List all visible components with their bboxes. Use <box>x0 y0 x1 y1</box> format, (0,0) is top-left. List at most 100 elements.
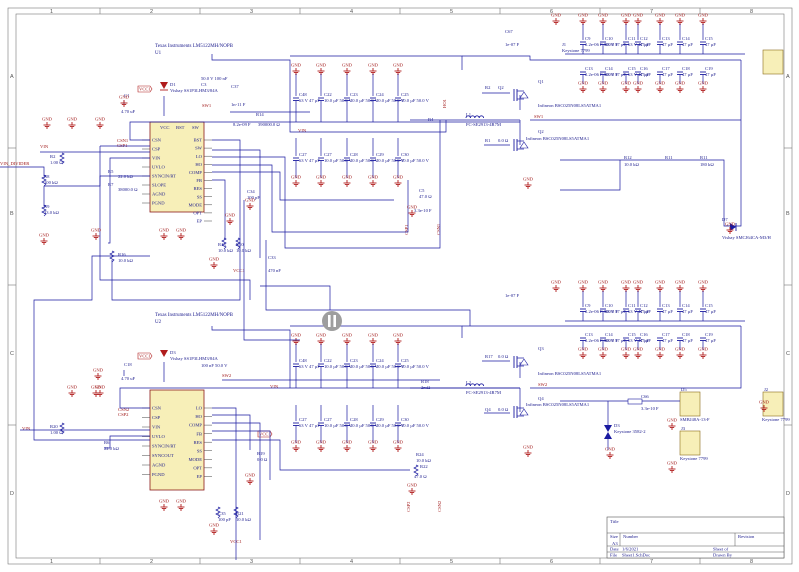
cap-right-ref-2: C11 <box>628 303 636 308</box>
u1-pin-csn: CSN <box>152 138 162 143</box>
mosfet-q4 <box>513 406 529 418</box>
r21-ref: C35 <box>218 511 226 516</box>
d5-tvs-bottom <box>604 432 612 439</box>
ground-icon: GND <box>95 117 106 129</box>
r4-ref: R4 <box>428 117 434 122</box>
gnd-label: GND <box>675 347 686 352</box>
cap-right-low-val-6: 47 µF <box>705 338 716 343</box>
j2-ref: J2 <box>764 387 769 392</box>
c33-ref: C33 <box>268 255 276 260</box>
c37-ref: C37 <box>231 84 239 89</box>
q4-ref: Q4 <box>538 396 544 401</box>
size-label: Size <box>610 534 618 539</box>
zone-col-bottom-2: 2 <box>150 559 153 565</box>
gnd-label: GND <box>368 175 379 180</box>
cap-bot2-val-2: 10.0 µF 50.0 V <box>350 423 379 428</box>
inner-frame <box>15 13 785 559</box>
gnd-label: GND <box>551 13 562 18</box>
r2-ref: R2 <box>50 154 56 159</box>
csn2-net-vertical: CSN2 <box>437 500 442 512</box>
gnd-label: GND <box>698 81 709 86</box>
cap-bot-val-1: 10.0 µF 50.0 V <box>324 364 353 369</box>
r2-gate-value: Q2 <box>498 85 504 90</box>
gnd-label: GND <box>698 347 709 352</box>
cap-right-low-ref-0: C13 <box>585 332 593 337</box>
gnd-label: GND <box>316 440 327 445</box>
cap-right-low-val-1: 63 V 47 µF <box>605 338 626 343</box>
r24-value: 10.0 kΩ <box>236 517 251 522</box>
c33-value: 470 nF <box>268 268 281 273</box>
q2-value: Infineon BSC025N08LS5ATMA1 <box>526 136 590 141</box>
r17-value: 0.0 Ω <box>498 354 509 359</box>
cap-right-ref-2: C11 <box>628 36 636 41</box>
ground-icon: GND <box>342 333 353 345</box>
cap-right-low-ref-4: C17 <box>662 66 670 71</box>
u1-pin-ss: SS <box>197 194 203 199</box>
zone-row-right-D: D <box>786 491 790 497</box>
u1-pin-uvlo: UVLO <box>152 165 165 170</box>
sw1-net-stage: SW1 <box>534 114 544 119</box>
d7-tvs-symbol <box>730 223 736 231</box>
d5-value: Keystone 3582-2 <box>614 429 646 434</box>
drawn-by-label: Drawn By <box>713 553 733 558</box>
u2-pin-pgnd: PGND <box>152 472 165 477</box>
q3-ref: Q3 <box>538 346 544 351</box>
ground-icon: GND <box>655 81 666 93</box>
ground-icon: GND <box>225 213 236 225</box>
r3-value: 3.3e-10 F <box>414 208 432 213</box>
cap-bot-ref-1: C22 <box>324 358 332 363</box>
sw1-net-u1: SW1 <box>202 103 212 108</box>
r20-value: 1.00 Ω <box>50 430 63 435</box>
wire-0 <box>211 54 447 133</box>
zone-col-top-5: 5 <box>450 9 453 15</box>
gnd-label: GND <box>598 280 609 285</box>
ground-icon: GND <box>598 347 609 359</box>
gnd-label: GND <box>291 440 302 445</box>
zone-row-left-A: A <box>10 74 14 80</box>
j3-value: SMBJ48A-13-F <box>680 417 710 422</box>
pause-button[interactable] <box>322 311 342 331</box>
cap-bot2-ref-3: C29 <box>376 417 384 422</box>
c5-value: 47.0 Ω <box>419 194 432 199</box>
gnd-label: GND <box>551 280 562 285</box>
ground-icon: GND <box>407 483 418 495</box>
cap-bot2-val-0: 63 V 47 µF <box>299 423 320 428</box>
ground-icon: GND <box>368 333 379 345</box>
csp1-net: CSP1 <box>117 143 128 148</box>
r11-ref: R12 <box>624 155 632 160</box>
q1-value: Infineon BSC025N08LS5ATMA1 <box>538 103 602 108</box>
wire-34 <box>212 430 271 480</box>
u1-pin-slope: SLOPE <box>152 183 166 188</box>
gnd-label: GND <box>67 117 78 122</box>
ground-icon: GND <box>67 117 78 129</box>
power-stage-bottom: 1e-07 F Q3 Infineon BSC025N08LS5ATMA1 Q4… <box>406 293 790 512</box>
resistor-0 <box>41 174 47 187</box>
r14-ref: R14 <box>256 112 264 117</box>
u1-pin-vin: VIN <box>152 156 161 161</box>
pause-button-bg[interactable] <box>322 311 342 331</box>
zone-col-bottom-7: 7 <box>650 559 653 565</box>
c3-ref: C3 <box>201 82 207 87</box>
wire-14 <box>44 175 150 187</box>
r13-ref: R13 <box>218 242 226 247</box>
zone-row-right-A: A <box>786 74 790 80</box>
zone-col-top-6: 6 <box>550 9 553 15</box>
gnd-label: GND <box>342 175 353 180</box>
gnd-label: GND <box>655 81 666 86</box>
u2-block: Texas Instruments LM5122MH/NOPB U2 CSNCS… <box>142 313 234 491</box>
r7-ref: R7 <box>108 182 114 187</box>
j4-connector <box>679 430 701 456</box>
power-stage-top: C67 1e-07 F J1 Keystone 7799 Q1 Infineon… <box>404 29 784 240</box>
ground-symbols: GND GND GND GND GND GND GND GND GND GND GND GND GND G… <box>39 13 770 535</box>
zone-col-bottom-4: 4 <box>350 559 353 565</box>
ground-icon: GND <box>42 117 53 129</box>
r8-ref: R8 <box>44 174 50 179</box>
resistor-7 <box>413 464 419 477</box>
vcc1-net-bottom: VCC1 <box>139 354 151 359</box>
u1-sw-pin: SW <box>192 125 200 130</box>
cap-right-val-4: 47 µF <box>662 42 673 47</box>
cap-right-val-3: 47 µF <box>640 309 651 314</box>
